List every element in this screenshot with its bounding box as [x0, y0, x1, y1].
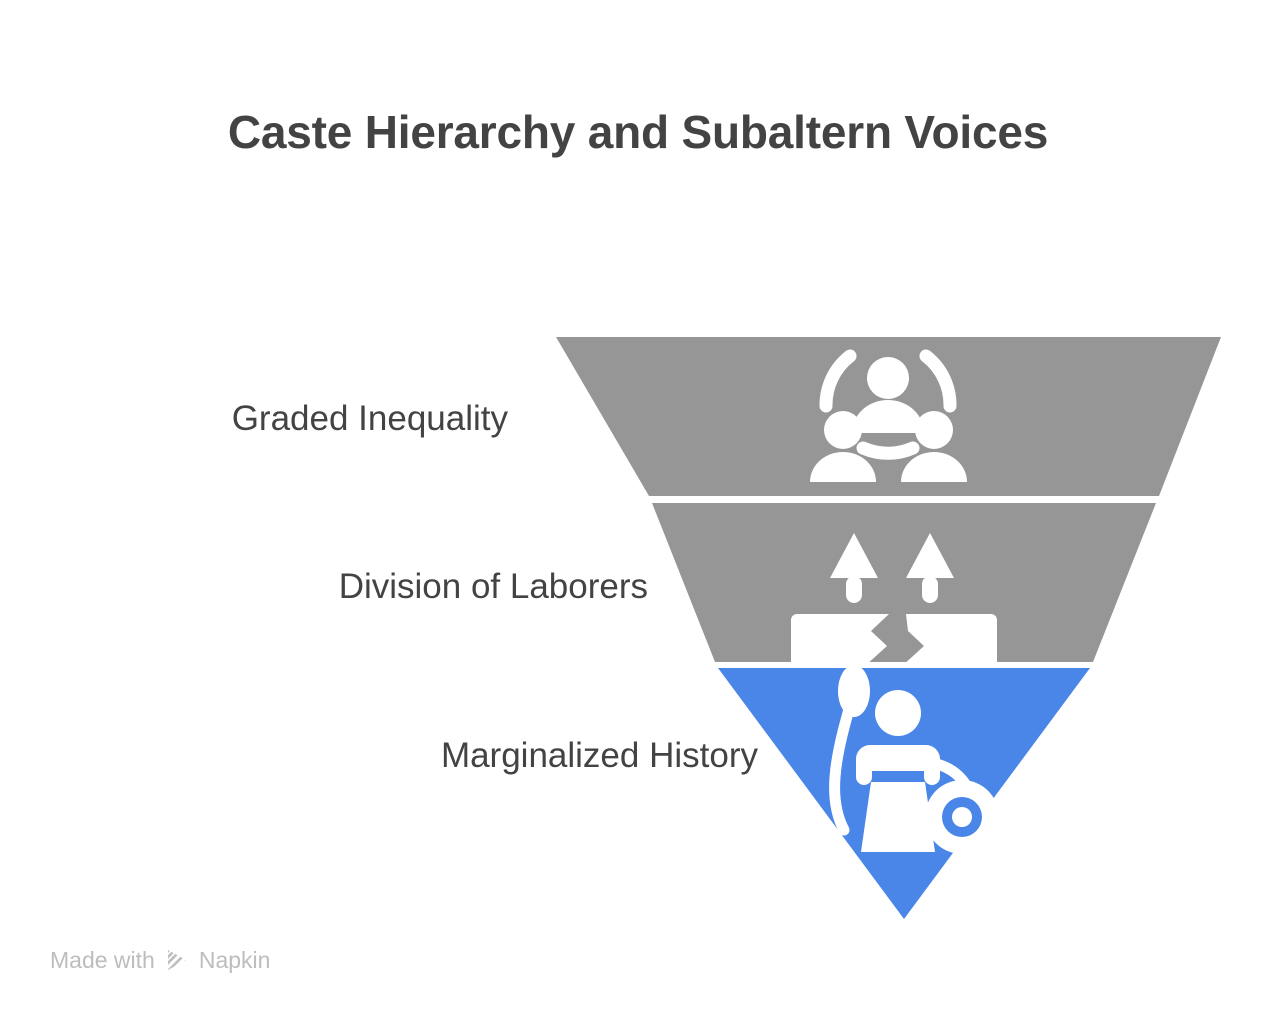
watermark-brand-label: Napkin [198, 947, 271, 973]
funnel-tier-2-shape[interactable] [652, 503, 1156, 662]
watermark-made-with-label: Made with [50, 947, 155, 973]
people-group-icon [810, 349, 967, 482]
funnel-tier-1[interactable] [556, 337, 1221, 496]
tier-label-division-of-laborers: Division of Laborers [338, 567, 648, 606]
funnel-tier-3[interactable] [718, 665, 1090, 919]
tier-label-marginalized-history: Marginalized History [440, 736, 758, 775]
napkin-logo-icon [167, 950, 186, 970]
page-title: Caste Hierarchy and Subaltern Voices [227, 106, 1049, 158]
funnel-diagram [548, 330, 1238, 930]
tier-label-graded-inequality: Graded Inequality [231, 399, 508, 438]
made-with-napkin-watermark: Made with Napkin [50, 946, 270, 974]
warrior-spear-shield-icon [829, 665, 999, 854]
